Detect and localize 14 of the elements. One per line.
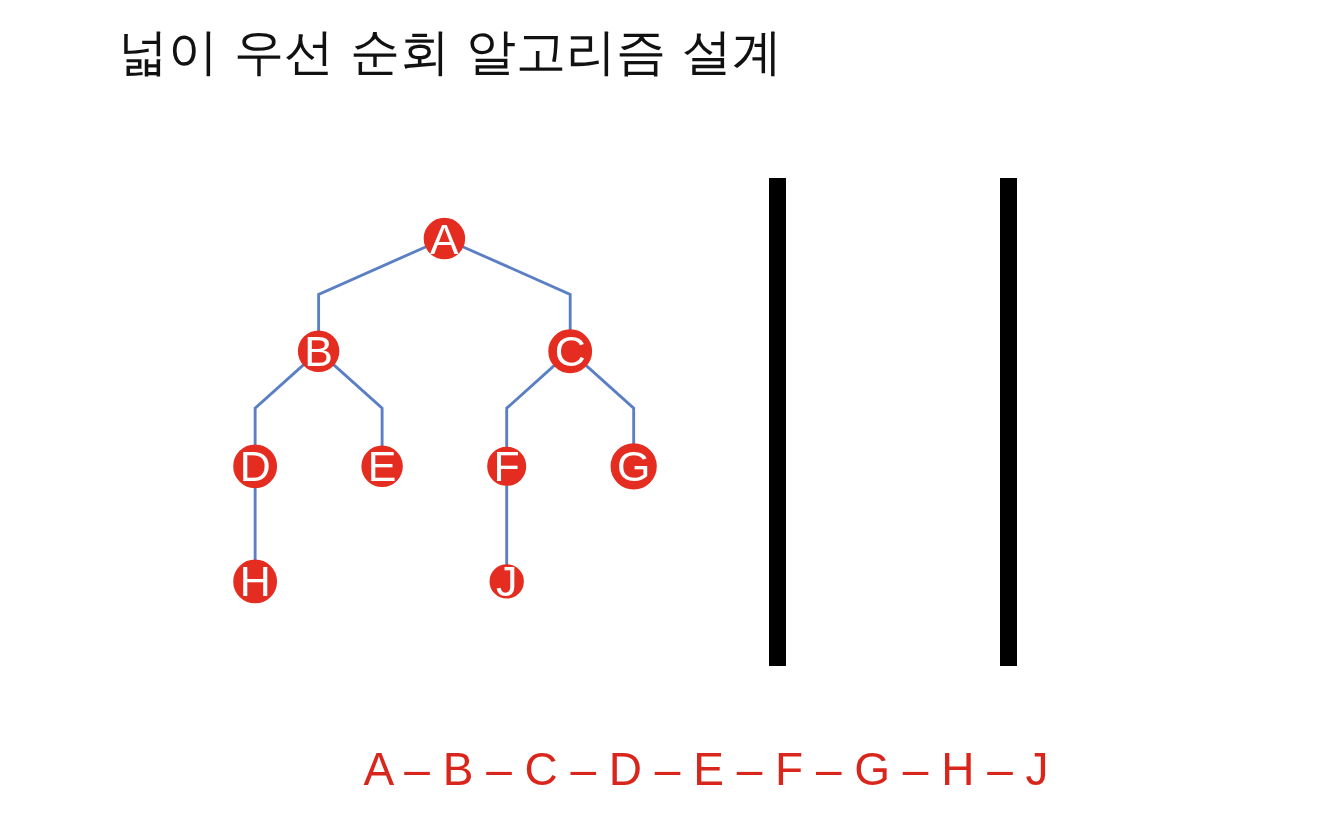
tree-edge (585, 364, 636, 444)
traversal-order: A – B – C – D – E – F – G – H – J (363, 742, 1049, 797)
tree-node-circle: G (610, 442, 657, 490)
tree-node-circle: H (233, 557, 278, 605)
tree-node-circle: D (233, 442, 278, 490)
tree-edge (253, 487, 257, 561)
tree-edge (332, 363, 384, 447)
tree-edge (317, 245, 427, 332)
tree-edge (462, 245, 572, 331)
tree-edge (505, 364, 556, 448)
tree-edge (505, 485, 509, 565)
tree-node-circle: C (548, 327, 593, 375)
title: 넓이 우선 순회 알고리즘 설계 (118, 22, 782, 82)
tree-edge (253, 363, 305, 446)
